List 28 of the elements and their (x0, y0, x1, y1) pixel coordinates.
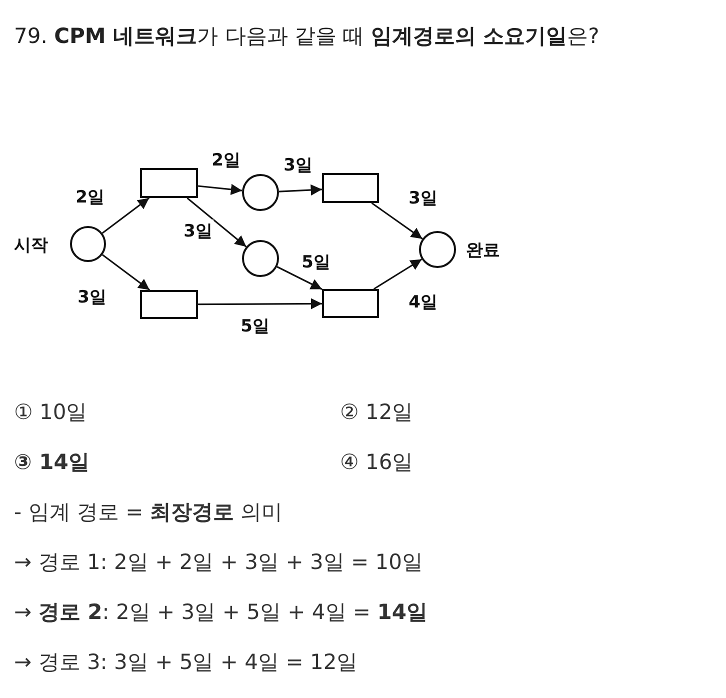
explanation-text: - 임계 경로 = 최장경로 의미 (14, 499, 283, 526)
activity-box (322, 289, 379, 318)
event-circle (242, 240, 279, 277)
explanation-text: → 경로 2: 2일 + 3일 + 5일 + 4일 = 14일 (14, 599, 428, 626)
arrow (198, 184, 242, 195)
arrow (278, 184, 322, 196)
arrow (102, 254, 150, 291)
activity-box (322, 173, 379, 203)
question-title: 79. CPM 네트워크가 다음과 같을 때 임계경로의 소요기일은? (14, 23, 600, 50)
activity-box (140, 290, 198, 319)
node-label: 시작 (14, 234, 48, 256)
answer-option: ② 12일 (340, 398, 414, 426)
answer-option: ③ 14일 (14, 448, 90, 476)
answer-option: ④ 16일 (340, 448, 414, 476)
explanation-text: → 경로 3: 3일 + 5일 + 4일 = 12일 (14, 649, 358, 676)
event-circle (419, 231, 456, 268)
arrow (371, 202, 423, 240)
node-label: 완료 (466, 240, 500, 262)
arrow (373, 258, 422, 290)
event-circle (242, 174, 279, 211)
answer-option: ① 10일 (14, 398, 88, 426)
event-circle (70, 226, 106, 262)
arrow (102, 197, 150, 234)
arrow (186, 197, 247, 248)
arrow (276, 266, 322, 290)
activity-box (140, 168, 198, 198)
explanation-text: → 경로 1: 2일 + 2일 + 3일 + 3일 = 10일 (14, 549, 424, 576)
arrow (198, 298, 322, 310)
